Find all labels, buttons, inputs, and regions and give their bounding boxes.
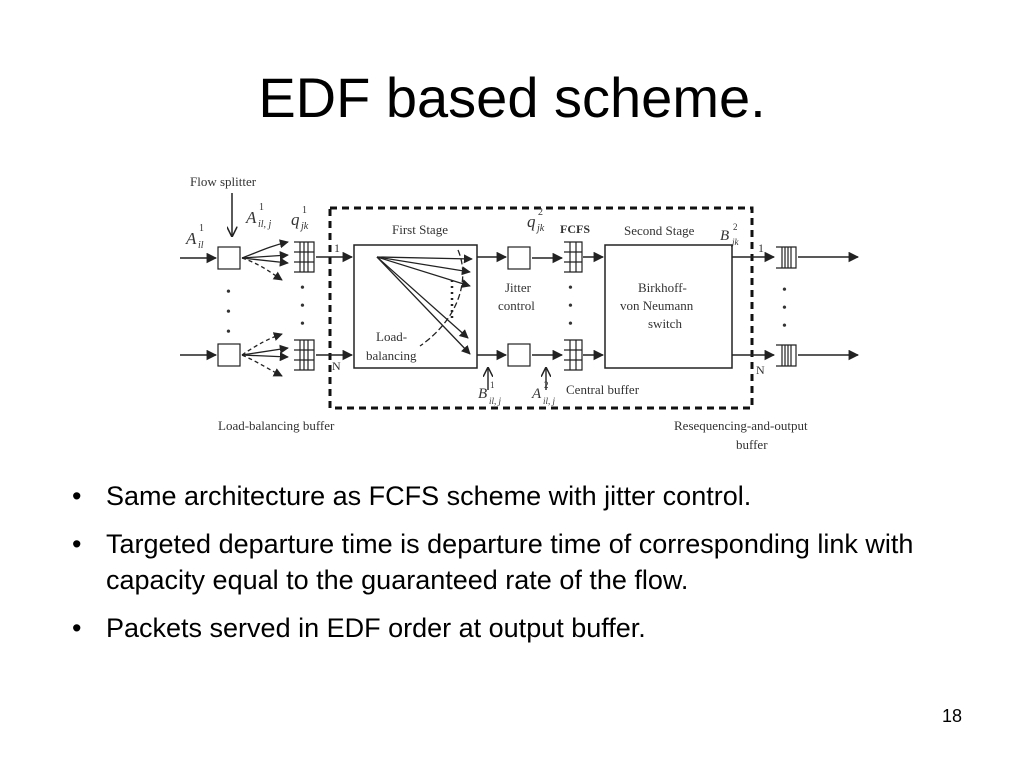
svg-text:2: 2 bbox=[544, 380, 549, 390]
svg-text:A: A bbox=[185, 229, 197, 248]
label-a-ilj-2: A 2 il, j bbox=[531, 380, 556, 406]
port-1-left: 1 bbox=[334, 241, 340, 255]
svg-text:q: q bbox=[527, 212, 536, 231]
svg-text:jk: jk bbox=[535, 223, 545, 234]
svg-text:il, j: il, j bbox=[543, 396, 556, 406]
ellipsis-lb-buffers: • • • bbox=[300, 281, 305, 332]
lb-buffer-label: Load-balancing buffer bbox=[218, 418, 335, 433]
label-b-ilj-1: B 1 il, j bbox=[478, 380, 502, 406]
svg-text:•: • bbox=[226, 305, 231, 320]
edf-architecture-diagram: Flow splitter A 1 il A 1 il, j q 1 jk bbox=[180, 174, 860, 452]
first-stage-routing-arrows bbox=[376, 249, 473, 355]
svg-text:A: A bbox=[531, 386, 542, 402]
port-n-left: N bbox=[332, 359, 341, 373]
splitter-box-top bbox=[217, 246, 241, 270]
lb-buffer-top bbox=[294, 241, 315, 273]
svg-text:A: A bbox=[245, 208, 257, 227]
central-buffer-top bbox=[564, 241, 583, 273]
reseq-buffer-label-2: buffer bbox=[736, 437, 768, 452]
central-buffer-label: Central buffer bbox=[566, 382, 640, 397]
svg-text:jk: jk bbox=[299, 221, 309, 232]
page-number: 18 bbox=[941, 706, 962, 726]
label-a-ilj-1: A 1 il, j bbox=[245, 202, 272, 230]
port-1-right: 1 bbox=[758, 241, 764, 255]
load-balancing-label-1: Load- bbox=[376, 329, 407, 344]
load-balancing-label-2: balancing bbox=[366, 348, 417, 363]
ellipsis-inputs: • • • bbox=[226, 285, 231, 340]
fan-arrows-top bbox=[241, 239, 289, 281]
jitter-control-label-1: Jitter bbox=[505, 280, 532, 295]
reseq-buffer-label-1: Resequencing-and-output bbox=[674, 418, 808, 433]
svg-text:•: • bbox=[782, 301, 787, 316]
svg-text:B: B bbox=[478, 386, 487, 402]
bullet-item: Same architecture as FCFS scheme with ji… bbox=[70, 478, 970, 514]
svg-text:•: • bbox=[782, 319, 787, 334]
switch-boundary bbox=[328, 206, 754, 410]
first-stage-label: First Stage bbox=[392, 222, 448, 237]
lb-buffer-bottom bbox=[294, 339, 315, 371]
svg-text:1: 1 bbox=[490, 380, 495, 390]
output-buffer-bottom bbox=[776, 344, 797, 367]
central-buffer-bottom bbox=[564, 339, 583, 371]
flow-splitter-label: Flow splitter bbox=[190, 174, 257, 189]
switch-label-3: switch bbox=[648, 316, 682, 331]
svg-text:•: • bbox=[568, 281, 573, 296]
svg-text:il, j: il, j bbox=[489, 396, 502, 406]
svg-text:•: • bbox=[300, 317, 305, 332]
svg-text:q: q bbox=[291, 210, 300, 229]
svg-text:•: • bbox=[300, 299, 305, 314]
jitter-box-top bbox=[507, 246, 531, 270]
bullet-item: Targeted departure time is departure tim… bbox=[70, 526, 970, 598]
splitter-box-bottom bbox=[217, 343, 241, 367]
switch-label-1: Birkhoff- bbox=[638, 280, 687, 295]
fan-arrows-bottom bbox=[241, 332, 289, 377]
label-b-jk-2: B 2 jk bbox=[720, 222, 740, 247]
svg-text:il, j: il, j bbox=[258, 219, 272, 230]
ellipsis-central-buffers: • • • bbox=[568, 281, 573, 332]
svg-text:•: • bbox=[782, 283, 787, 298]
port-n-right: N bbox=[756, 363, 765, 377]
svg-text:1: 1 bbox=[302, 205, 307, 216]
jitter-control-label-2: control bbox=[498, 298, 535, 313]
jitter-box-bottom bbox=[507, 343, 531, 367]
svg-text:jk: jk bbox=[731, 237, 740, 247]
svg-text:•: • bbox=[568, 317, 573, 332]
svg-text:il: il bbox=[198, 240, 204, 251]
second-stage-label: Second Stage bbox=[624, 223, 695, 238]
svg-text:2: 2 bbox=[538, 207, 543, 218]
slide-title: EDF based scheme. bbox=[258, 66, 766, 129]
fcfs-label: FCFS bbox=[560, 222, 590, 236]
svg-text:•: • bbox=[568, 299, 573, 314]
svg-text:B: B bbox=[720, 228, 729, 244]
label-q-jk-1: q 1 jk bbox=[291, 205, 309, 232]
svg-text:2: 2 bbox=[733, 222, 738, 232]
label-q-jk-2: q 2 jk bbox=[527, 207, 545, 234]
label-a-il-1: A 1 il bbox=[185, 223, 204, 251]
bullet-item: Packets served in EDF order at output bu… bbox=[70, 610, 970, 646]
output-buffer-top bbox=[776, 246, 797, 269]
svg-text:•: • bbox=[226, 325, 231, 340]
svg-text:•: • bbox=[226, 285, 231, 300]
second-stage-box bbox=[604, 244, 733, 369]
svg-text:1: 1 bbox=[199, 223, 204, 234]
svg-text:•: • bbox=[300, 281, 305, 296]
svg-text:1: 1 bbox=[259, 202, 264, 213]
bullet-list: Same architecture as FCFS scheme with ji… bbox=[70, 478, 970, 658]
ellipsis-outputs: • • • bbox=[782, 283, 787, 334]
first-stage-box bbox=[353, 244, 478, 369]
switch-label-2: von Neumann bbox=[620, 298, 694, 313]
